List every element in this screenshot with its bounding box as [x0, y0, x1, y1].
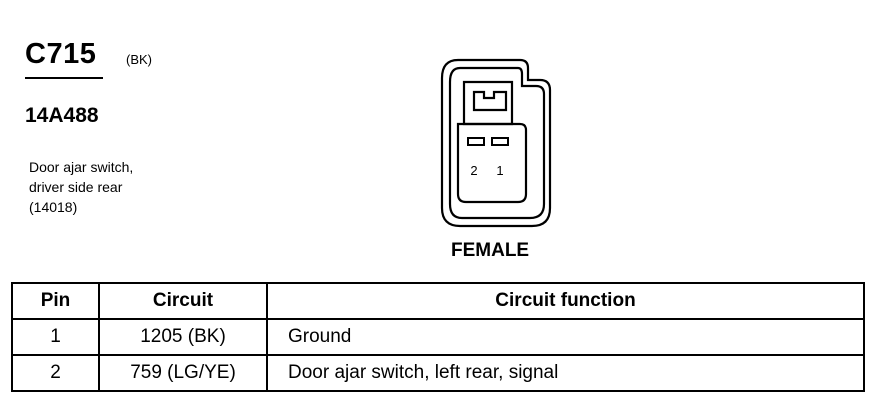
header-pin: Pin	[11, 282, 100, 320]
housing-inner-outline	[448, 66, 546, 220]
description-line: (14018)	[29, 199, 78, 215]
pin-slot-1	[491, 137, 509, 146]
latch-tab	[472, 90, 508, 112]
connector-description: Door ajar switch, driver side rear (1401…	[29, 157, 133, 217]
header-circuit: Circuit	[98, 282, 268, 320]
header-function: Circuit function	[266, 282, 865, 320]
terminal-block-outline	[456, 122, 528, 204]
part-number: 14A488	[25, 104, 99, 127]
pin-label-2: 2	[470, 163, 477, 178]
cell-pin: 1	[11, 318, 100, 356]
table-row: 1 1205 (BK) Ground	[11, 318, 865, 356]
latch-outline	[462, 80, 514, 126]
pin-slot-2	[467, 137, 485, 146]
cell-function: Door ajar switch, left rear, signal	[266, 354, 865, 392]
table-row: 2 759 (LG/YE) Door ajar switch, left rea…	[11, 354, 865, 392]
pin-label-1: 1	[496, 163, 503, 178]
cell-function: Ground	[266, 318, 865, 356]
connector-color: (BK)	[126, 52, 152, 67]
cell-pin: 2	[11, 354, 100, 392]
housing-outer-outline	[440, 58, 552, 228]
pinout-table: Pin Circuit Circuit function 1 1205 (BK)…	[11, 282, 865, 392]
cell-circuit: 759 (LG/YE)	[98, 354, 268, 392]
table-header-row: Pin Circuit Circuit function	[11, 282, 865, 320]
connector-face-diagram: 2 1	[440, 58, 552, 228]
connector-id: C715	[25, 38, 97, 70]
connector-id-underline	[25, 77, 103, 79]
connector-gender-label: FEMALE	[451, 240, 530, 261]
cell-circuit: 1205 (BK)	[98, 318, 268, 356]
description-line: driver side rear	[29, 179, 123, 195]
description-line: Door ajar switch,	[29, 159, 134, 175]
